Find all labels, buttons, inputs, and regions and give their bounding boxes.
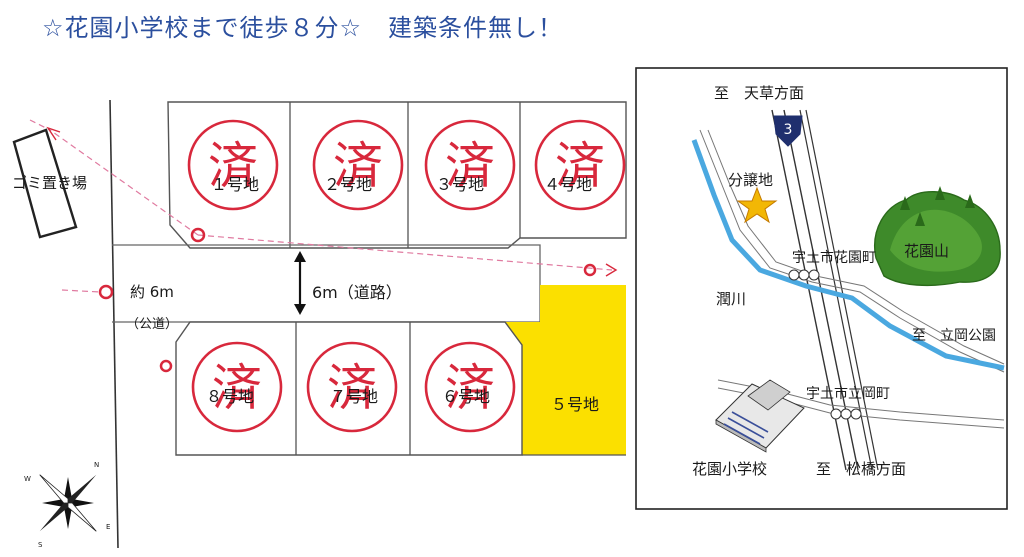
public-road-line xyxy=(109,99,119,549)
sold-stamp xyxy=(424,341,516,433)
site-plan: ゴミ置き場 6m（道路） xyxy=(12,99,627,549)
school-building-icon xyxy=(715,379,805,453)
lot-8: 済 ８号地 xyxy=(191,341,283,433)
sold-stamp xyxy=(191,341,283,433)
lot-6: 済 ６号地 xyxy=(424,341,516,433)
headline: ☆花園小学校まで徒歩８分☆ 建築条件無し！ xyxy=(42,8,563,43)
sold-stamp-char: 済 xyxy=(212,359,262,417)
route-lines xyxy=(29,119,613,293)
headline-school-walk: ☆花園小学校まで徒歩８分☆ xyxy=(42,14,363,42)
inner-road: 6m（道路） xyxy=(112,244,541,323)
lot-5-fill xyxy=(540,285,626,455)
hanazono-mountain-icon: 花園山 xyxy=(874,186,1001,287)
area-map: 3 花園山 xyxy=(635,67,1008,510)
lot-label: ２号地 xyxy=(324,175,372,194)
jun-river xyxy=(691,139,1005,371)
sold-stamp xyxy=(306,341,398,433)
station-tachioka-icon xyxy=(830,408,862,420)
hanazono-town-label: 宇土市花園町 xyxy=(792,249,876,266)
railway xyxy=(799,109,879,471)
sale-site-label: 分譲地 xyxy=(728,171,773,189)
lot-4: 済 ４号地 xyxy=(534,119,626,211)
sold-stamp xyxy=(424,119,516,211)
lot-label: ６号地 xyxy=(442,387,490,406)
lot-5: ５号地 xyxy=(551,395,599,414)
lot-3: 済 ３号地 xyxy=(424,119,516,211)
compass-rose-icon: N E S W xyxy=(24,461,110,549)
lot-label: ７号地 xyxy=(330,387,378,406)
sold-stamp-char: 済 xyxy=(327,359,377,417)
lot-label: ３号地 xyxy=(436,175,484,194)
route-markers xyxy=(98,227,597,373)
station-hanazono-icon xyxy=(788,269,820,281)
route-arrows xyxy=(46,126,618,277)
north-direction-label: 至 天草方面 xyxy=(714,84,804,102)
sold-stamp-char: 済 xyxy=(445,359,495,417)
sold-stamp xyxy=(534,119,626,211)
sold-stamp-char: 済 xyxy=(333,137,383,195)
headline-no-build-condition: 建築条件無し！ xyxy=(388,14,564,42)
sold-stamp-char: 済 xyxy=(555,137,605,195)
sold-stamp xyxy=(312,119,404,211)
lot-label: ５号地 xyxy=(551,395,599,414)
lot-label: ４号地 xyxy=(544,175,592,194)
compass-e: E xyxy=(106,523,110,531)
tachioka-town-label: 宇土市立岡町 xyxy=(806,385,890,402)
public-road-label: （公道） xyxy=(126,317,178,332)
compass-n: N xyxy=(94,461,99,469)
route-number: 3 xyxy=(784,122,793,138)
sale-site-star-icon xyxy=(736,186,778,224)
compass-w: W xyxy=(24,475,31,483)
south-direction-label: 至 松橋方面 xyxy=(816,460,906,478)
sold-stamp xyxy=(187,119,279,211)
public-road-width: 約 6m xyxy=(130,283,174,301)
garbage-area-label: ゴミ置き場 xyxy=(12,174,87,192)
sold-stamp-char: 済 xyxy=(208,137,258,195)
lots-top-block xyxy=(167,101,627,249)
sold-stamp-char: 済 xyxy=(445,137,495,195)
garbage-area: ゴミ置き場 xyxy=(12,128,87,239)
mountain-label: 花園山 xyxy=(904,242,949,260)
river-label: 潤川 xyxy=(716,290,746,308)
route-3-shield-icon: 3 xyxy=(773,115,803,147)
lot-2: 済 ２号地 xyxy=(312,119,404,211)
lot-label: ８号地 xyxy=(206,387,254,406)
lot-label: １号地 xyxy=(211,175,259,194)
park-direction-label: 至 立岡公園 xyxy=(912,328,996,344)
lot-1: 済 １号地 xyxy=(187,119,279,211)
compass-s: S xyxy=(38,541,43,549)
school-label: 花園小学校 xyxy=(692,460,767,478)
inner-road-label: 6m（道路） xyxy=(312,283,402,302)
lot-7: 済 ７号地 xyxy=(306,341,398,433)
